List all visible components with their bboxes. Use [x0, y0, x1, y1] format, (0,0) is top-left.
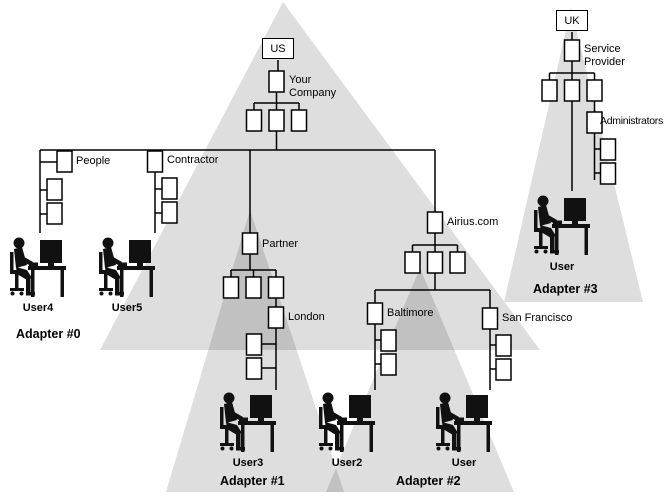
san-francisco-branch-connectors — [489, 290, 496, 390]
administrators-node-boxes — [586, 111, 617, 185]
user2-label: User2 — [331, 457, 363, 469]
airius-label: Airius.com — [447, 216, 499, 228]
user4-label: User4 — [22, 302, 54, 314]
people-branch-connectors — [39, 150, 57, 233]
adapter-3-label: Adapter #3 — [533, 282, 598, 296]
uk-tree-connectors — [548, 32, 596, 191]
baltimore-node-boxes — [366, 302, 397, 376]
uk-root-box: UK — [556, 10, 588, 31]
baltimore-label: Baltimore — [387, 307, 434, 319]
people-node-boxes — [46, 150, 73, 225]
airius-branch-connectors — [375, 150, 490, 291]
adapter-0-label: Adapter #0 — [16, 327, 81, 341]
central-tree-node-boxes — [245, 70, 308, 132]
contractor-node-boxes — [146, 150, 178, 224]
people-label: People — [76, 155, 111, 167]
user-uk-label: User — [549, 261, 575, 273]
partner-node-boxes — [222, 232, 285, 299]
administrators-label: Administrators — [600, 115, 663, 127]
airius-node-boxes — [404, 211, 466, 274]
user5-label: User5 — [111, 302, 143, 314]
service-provider-label: Service Provider — [584, 43, 625, 68]
main-tree-shade-triangle — [100, 2, 540, 350]
user-sf-label: User — [451, 457, 477, 469]
user3-label: User3 — [232, 457, 264, 469]
partner-branch-connectors — [230, 150, 277, 307]
uk-tree-node-boxes — [541, 39, 603, 102]
central-tree-connectors — [40, 60, 435, 151]
us-root-box: US — [262, 38, 294, 59]
administrators-branch-connectors — [593, 101, 601, 180]
your-company-label: Your Company — [289, 74, 337, 99]
london-branch-connectors — [261, 328, 277, 390]
partner-label: Partner — [262, 238, 299, 250]
london-label: London — [288, 311, 325, 323]
contractor-label: Contractor — [167, 154, 219, 166]
adapter-1-label: Adapter #1 — [220, 474, 285, 488]
adapter-2-label: Adapter #2 — [396, 474, 461, 488]
san-francisco-node-boxes — [481, 307, 512, 381]
san-francisco-label: San Francisco — [502, 312, 573, 324]
user4-workstation-icon — [10, 237, 66, 297]
london-node-boxes — [245, 306, 285, 380]
baltimore-branch-connectors — [374, 290, 381, 390]
